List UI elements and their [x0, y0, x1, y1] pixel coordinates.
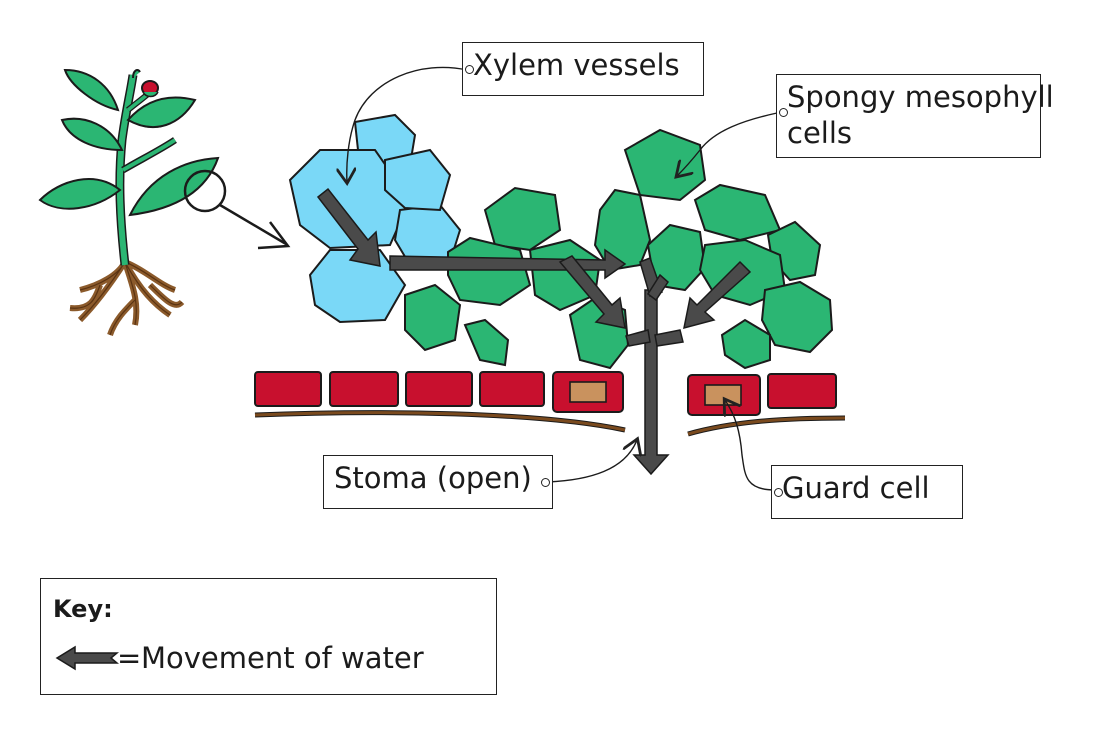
epidermis-cell	[254, 371, 322, 407]
epidermis-layer	[254, 371, 846, 437]
water-arrow	[558, 255, 626, 329]
mesophyll-cell	[623, 128, 707, 202]
label-xylem-text: Xylem vessels	[473, 48, 680, 82]
mesophyll-cell	[760, 280, 834, 354]
mesophyll-cell	[404, 283, 462, 352]
water-movement-arrows	[316, 187, 752, 476]
mesophyll-cell	[693, 183, 782, 242]
label-leaders	[347, 66, 778, 491]
epidermis-cell	[329, 371, 399, 407]
label-stoma: Stoma (open)	[323, 455, 553, 509]
label-spongy-line2: cells	[787, 116, 853, 150]
label-spongy-mesophyll: Spongy mesophyll cells	[776, 74, 1054, 158]
water-arrow	[389, 248, 627, 280]
guard-leader	[725, 400, 776, 491]
magnifier-circle	[183, 169, 227, 213]
key-title: Key:	[53, 595, 113, 623]
plant-leaf	[38, 178, 122, 210]
label-stoma-text: Stoma (open)	[334, 461, 532, 495]
water-arrow-branch	[654, 329, 684, 347]
plant-leaf	[60, 117, 124, 152]
xylem-cell	[308, 249, 407, 324]
mesophyll-cell	[720, 318, 771, 370]
xylem-cells	[288, 113, 462, 324]
mesophyll-cell	[447, 236, 532, 307]
plant-roots	[69, 259, 185, 337]
label-guard-text: Guard cell	[782, 471, 930, 505]
key-arrow-icon	[55, 645, 119, 671]
label-spongy-line1: Spongy mesophyll	[787, 80, 1054, 114]
water-arrow	[683, 260, 752, 330]
mesophyll-cell	[483, 186, 562, 252]
water-arrow	[316, 187, 381, 267]
water-arrow-branch	[646, 273, 669, 302]
key-equals: =	[117, 641, 142, 675]
mesophyll-cell	[593, 188, 652, 272]
guard-cell-right-inner	[704, 384, 742, 406]
xylem-cell	[384, 148, 452, 212]
epidermis-cell	[479, 371, 545, 407]
key-text: Movement of water	[141, 641, 424, 675]
guard-cell-left-inner	[569, 381, 607, 403]
mesophyll-cell	[528, 238, 602, 312]
key-box: Key: = Movement of water	[40, 578, 497, 695]
stoma-leader	[547, 440, 637, 483]
plant-illustration	[38, 68, 291, 337]
epidermis-cell	[405, 371, 473, 407]
label-xylem-vessels: Xylem vessels	[462, 42, 704, 96]
plant-leaf	[126, 96, 197, 129]
label-guard-cell: Guard cell	[771, 465, 963, 519]
magnifier-arrow-head	[257, 221, 291, 250]
plant-leaf	[128, 156, 220, 217]
water-arrow-trunk	[632, 289, 670, 476]
water-arrow-branch	[625, 329, 651, 347]
mesophyll-cells	[404, 128, 834, 370]
mesophyll-cell	[463, 318, 510, 367]
xylem-leader	[347, 66, 468, 182]
spongy-leader	[677, 112, 778, 176]
plant-leaf	[63, 68, 120, 112]
epidermis-cell	[767, 373, 837, 409]
